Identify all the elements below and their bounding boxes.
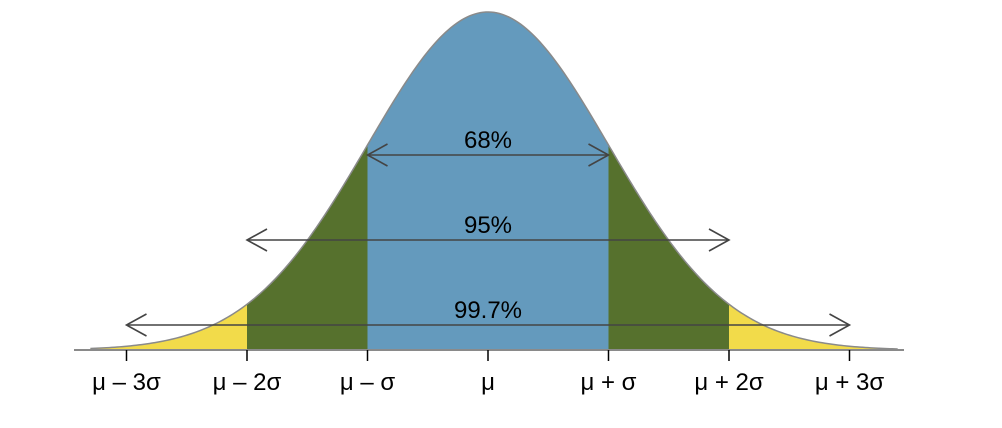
arrow-left-head bbox=[245, 228, 268, 252]
x-tick-label: μ + 2σ bbox=[694, 369, 764, 396]
x-tick-label: μ – 2σ bbox=[213, 369, 282, 396]
x-tick-label: μ + σ bbox=[581, 369, 637, 396]
arrow-right-head bbox=[588, 143, 611, 167]
band-68-region bbox=[367, 12, 609, 350]
arrow-left-head bbox=[124, 313, 147, 337]
band-label: 99.7% bbox=[454, 297, 522, 324]
arrow-right-head bbox=[708, 228, 731, 252]
x-tick-label: μ – σ bbox=[340, 369, 396, 396]
x-tick-label: μ + 3σ bbox=[815, 369, 885, 396]
x-tick-label: μ bbox=[481, 369, 495, 396]
band-label: 68% bbox=[464, 127, 512, 154]
band-label: 95% bbox=[464, 212, 512, 239]
x-tick-label: μ – 3σ bbox=[92, 369, 161, 396]
arrow-left-head bbox=[365, 143, 388, 167]
arrow-right-head bbox=[829, 313, 852, 337]
